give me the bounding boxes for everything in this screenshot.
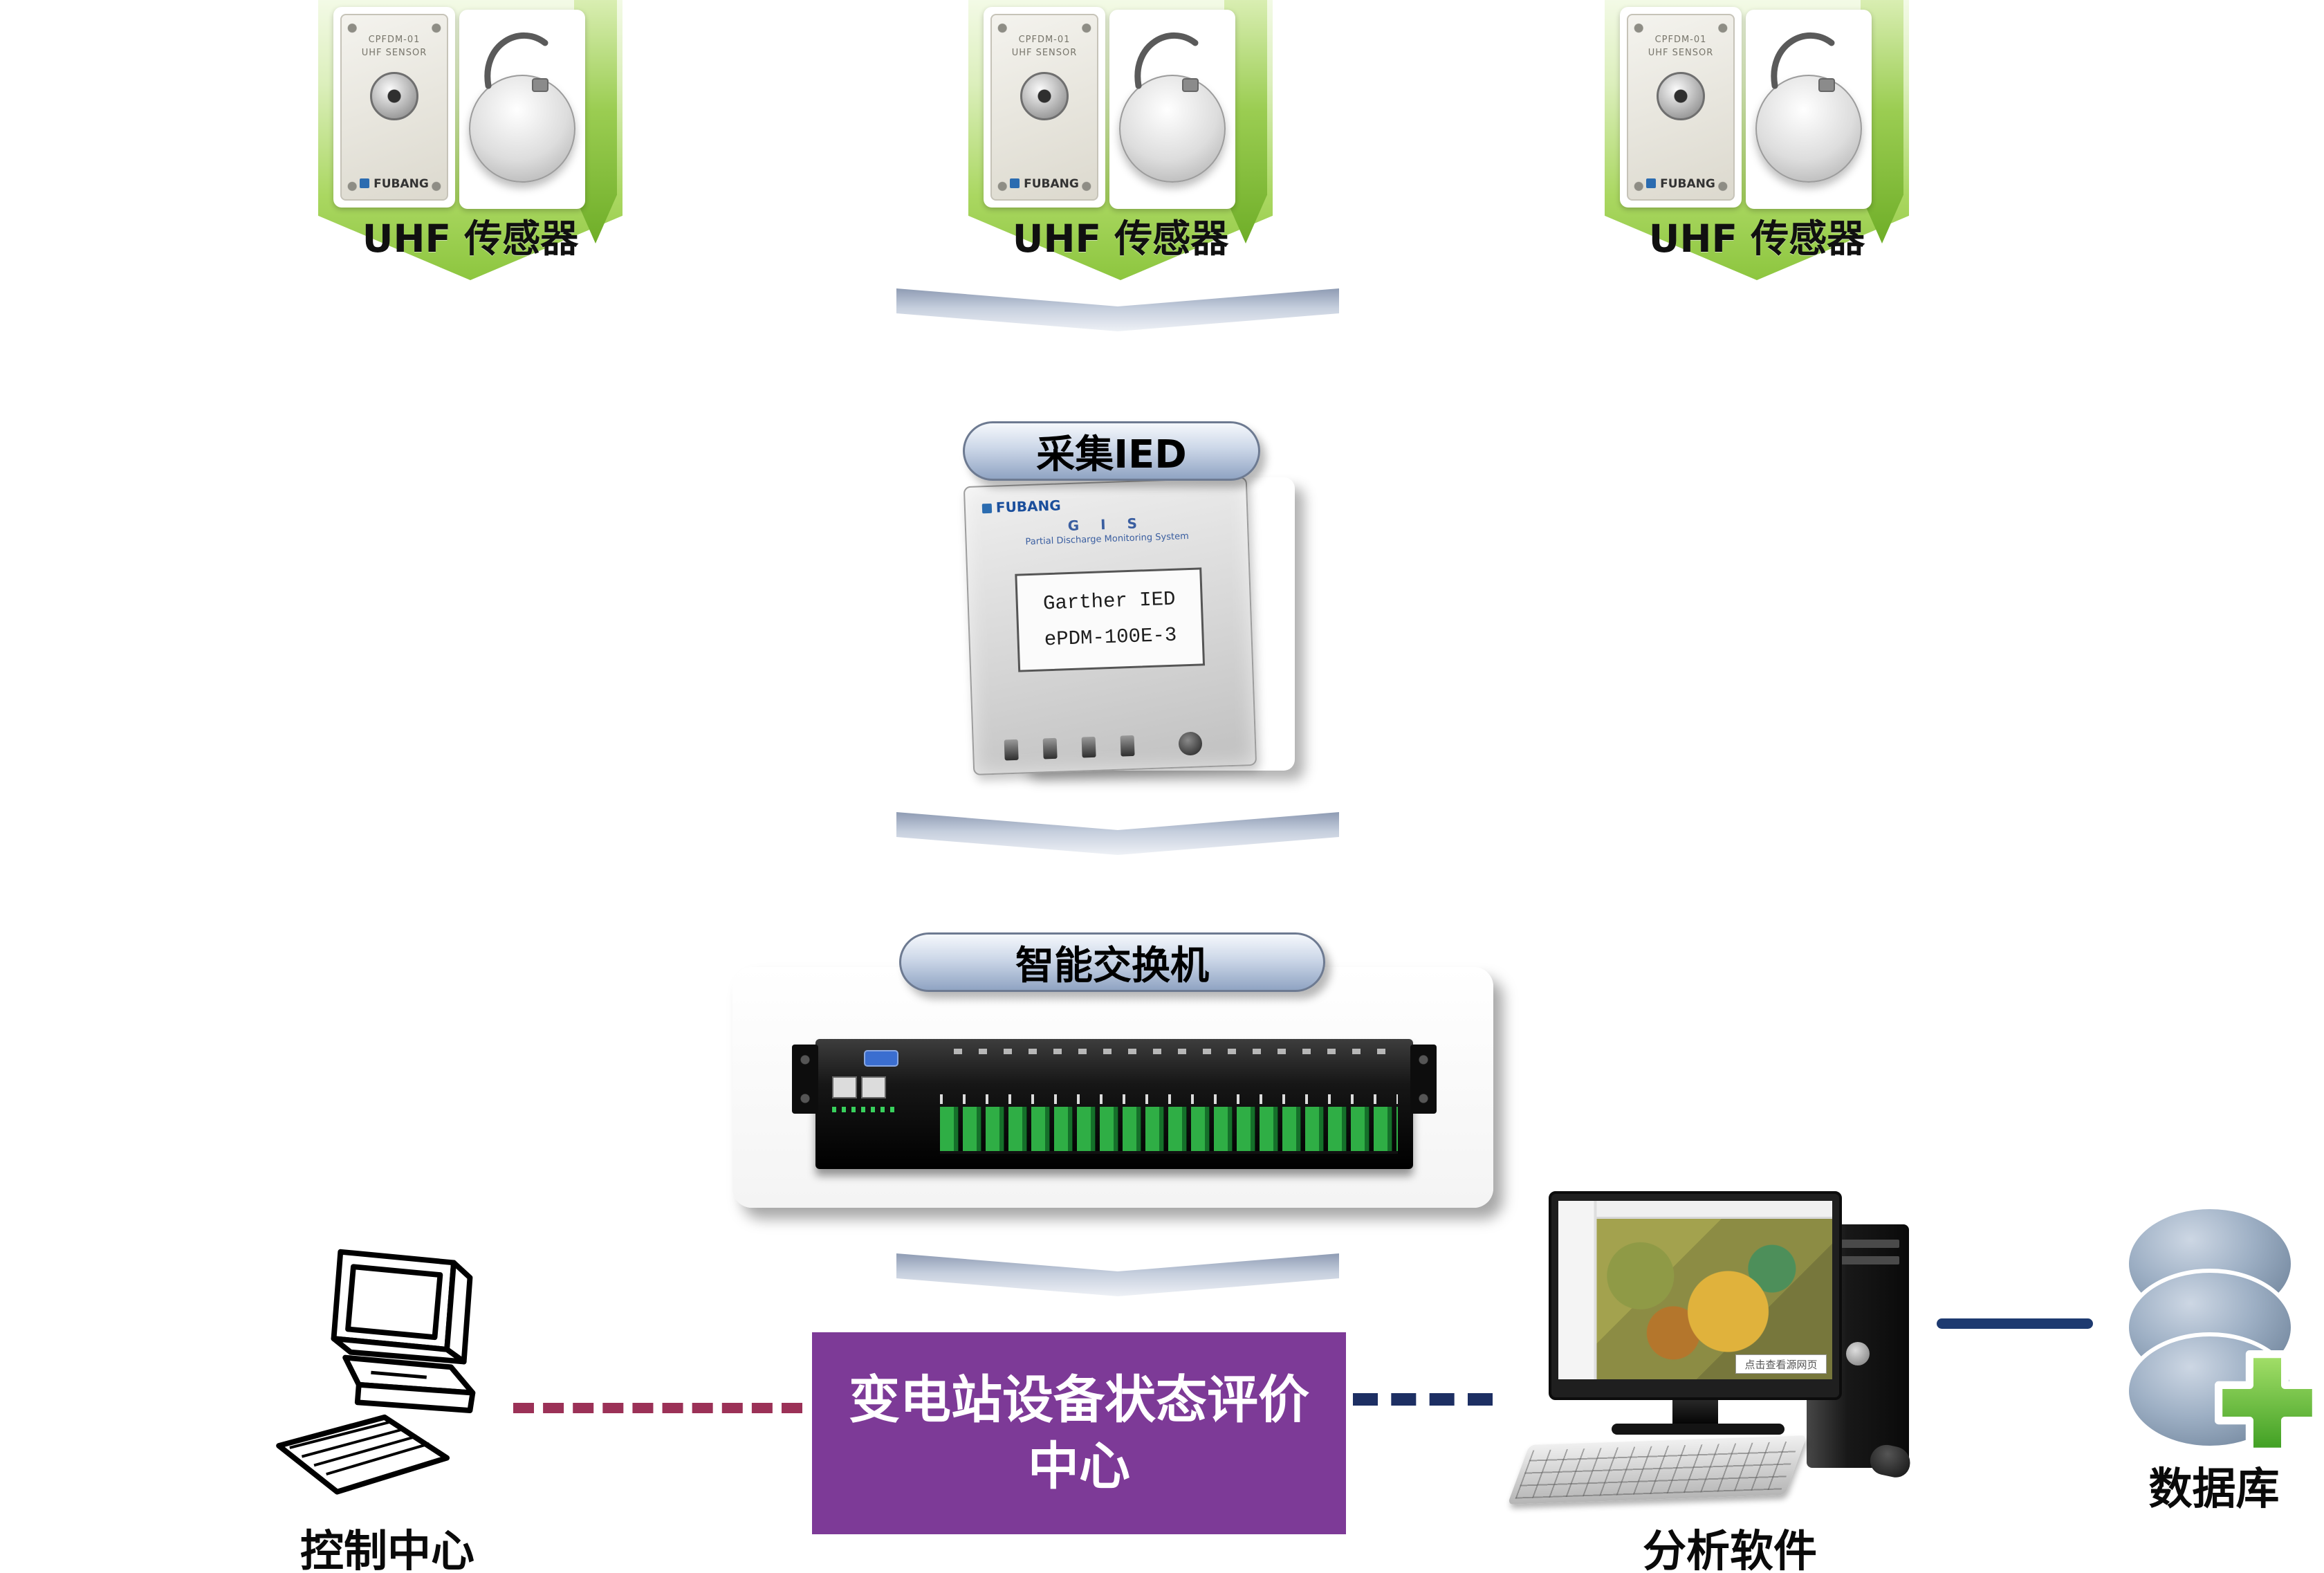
add-plus-icon	[2215, 1350, 2320, 1455]
keyboard-keys	[1515, 1441, 1800, 1499]
sensor-plate: CPFDM-01 UHF SENSOR FUBANG	[340, 14, 448, 201]
power-button-icon	[1178, 731, 1203, 756]
rj45-port-icon	[861, 1076, 886, 1098]
sensor-brand: FUBANG	[992, 177, 1097, 191]
antenna-cable-icon	[1134, 33, 1199, 92]
analysis-screen: 点击查看源网页	[1558, 1201, 1832, 1379]
fubang-logo-icon	[1010, 178, 1020, 188]
ied-connectors	[1004, 731, 1203, 762]
analysis-monitor: 点击查看源网页	[1549, 1191, 1842, 1400]
antenna-disc	[1119, 75, 1226, 183]
uhf-sensor-plate-photo: CPFDM-01 UHF SENSOR FUBANG	[1620, 7, 1742, 208]
rack-ear-right	[1410, 1045, 1437, 1114]
ied-nameplate-line2: ePDM-100E-3	[1044, 623, 1177, 652]
software-to-database-line	[1937, 1318, 2093, 1329]
monitor-stand-neck	[1672, 1399, 1718, 1428]
switch-pill-label: 智能交换机	[1015, 943, 1209, 988]
ied-brand-text: FUBANG	[995, 497, 1062, 516]
pc-logo-icon	[1846, 1342, 1870, 1365]
ied-device-figure: FUBANG G I S Partial Discharge Monitorin…	[963, 476, 1300, 776]
sensor-model-text: CPFDM-01	[1654, 35, 1707, 45]
down-arrow-icon-2	[896, 812, 1339, 855]
antenna-cable-icon	[1771, 33, 1835, 92]
sensor-type-text: UHF SENSOR	[1648, 48, 1714, 58]
antenna-disc	[469, 75, 575, 183]
switch-top-labels	[954, 1049, 1396, 1054]
evaluation-center-line2: 中心	[1028, 1437, 1130, 1496]
uhf-antenna-photo	[459, 10, 585, 209]
status-leds-icon	[832, 1107, 894, 1112]
rf-connector-icon	[1020, 72, 1069, 120]
ied-nameplate-line1: Garther IED	[1042, 587, 1176, 616]
center-to-software-dashed-line	[1353, 1393, 1493, 1406]
fubang-logo-icon	[981, 503, 993, 514]
uhf-sensor-group-2: CPFDM-01 UHF SENSOR FUBANG UHF 传感器	[968, 0, 1273, 280]
uhf-sensor-plate-photo: CPFDM-01 UHF SENSOR FUBANG	[984, 7, 1105, 208]
evaluation-center-box: 变电站设备状态评价 中心	[812, 1332, 1346, 1534]
sensor-brand: FUBANG	[1628, 177, 1733, 191]
down-arrow-icon-1	[896, 288, 1339, 331]
fiber-ports-row	[940, 1107, 1398, 1154]
rj45-port-icon	[832, 1076, 857, 1098]
uhf-sensor-group-1: CPFDM-01 UHF SENSOR FUBANG UHF 传感器	[318, 0, 622, 280]
rack-ear-left	[792, 1045, 818, 1114]
control-to-center-dashed-line	[513, 1403, 802, 1413]
rf-connector-icon	[1657, 72, 1705, 120]
switch-pill: 智能交换机	[899, 932, 1325, 992]
rf-port-icon	[1042, 737, 1058, 760]
sensor-brand-text: FUBANG	[1660, 177, 1715, 191]
sensor-model-text: CPFDM-01	[1018, 35, 1071, 45]
uhf-sensor-label: UHF 传感器	[362, 217, 579, 261]
sensor-type-text: UHF SENSOR	[1011, 48, 1078, 58]
screen-caption: 点击查看源网页	[1735, 1354, 1827, 1374]
uhf-sensor-group-3: CPFDM-01 UHF SENSOR FUBANG UHF 传感器	[1605, 0, 1909, 280]
uhf-sensor-label: UHF 传感器	[1012, 217, 1229, 261]
keyboard	[1507, 1435, 1807, 1505]
down-arrow-icon-3	[896, 1253, 1339, 1296]
sensor-plate: CPFDM-01 UHF SENSOR FUBANG	[1627, 14, 1735, 201]
monitor-stand-base	[1612, 1424, 1784, 1435]
uhf-sensor-plate-photo: CPFDM-01 UHF SENSOR FUBANG	[333, 7, 455, 208]
fiber-port-labels	[940, 1094, 1398, 1104]
evaluation-center-line1: 变电站设备状态评价	[849, 1370, 1309, 1430]
sensor-model-text: CPFDM-01	[368, 35, 421, 45]
rf-port-icon	[1004, 739, 1019, 761]
control-center-computer-icon	[276, 1249, 476, 1495]
switch-device	[792, 1039, 1437, 1169]
antenna-disc	[1755, 75, 1862, 183]
fubang-logo-icon	[360, 178, 370, 188]
vga-port-icon	[864, 1050, 898, 1067]
database-icon	[2125, 1205, 2320, 1455]
fubang-logo-icon	[1646, 178, 1657, 188]
rf-port-icon	[1120, 735, 1135, 757]
uhf-antenna-photo	[1109, 10, 1235, 209]
sensor-brand: FUBANG	[342, 177, 447, 191]
analysis-software-label: 分析软件	[1643, 1526, 1817, 1573]
sensor-type-text: UHF SENSOR	[361, 48, 427, 58]
database-label: 数据库	[2148, 1464, 2280, 1514]
ied-pill: 采集IED	[963, 421, 1260, 481]
uhf-antenna-photo	[1746, 10, 1872, 209]
uhf-sensor-label: UHF 传感器	[1648, 217, 1865, 261]
sensor-brand-text: FUBANG	[1024, 177, 1079, 191]
antenna-cable-icon	[484, 33, 548, 92]
rf-connector-icon	[370, 72, 418, 120]
switch-panel-card	[732, 967, 1493, 1208]
sensor-brand-text: FUBANG	[374, 177, 429, 191]
ied-device: FUBANG G I S Partial Discharge Monitorin…	[963, 476, 1257, 776]
control-center-label: 控制中心	[300, 1526, 474, 1573]
sensor-plate: CPFDM-01 UHF SENSOR FUBANG	[990, 14, 1098, 201]
rf-port-icon	[1081, 736, 1096, 758]
ied-nameplate: Garther IED ePDM-100E-3	[1015, 567, 1206, 673]
ied-pill-label: 采集IED	[1036, 432, 1187, 477]
